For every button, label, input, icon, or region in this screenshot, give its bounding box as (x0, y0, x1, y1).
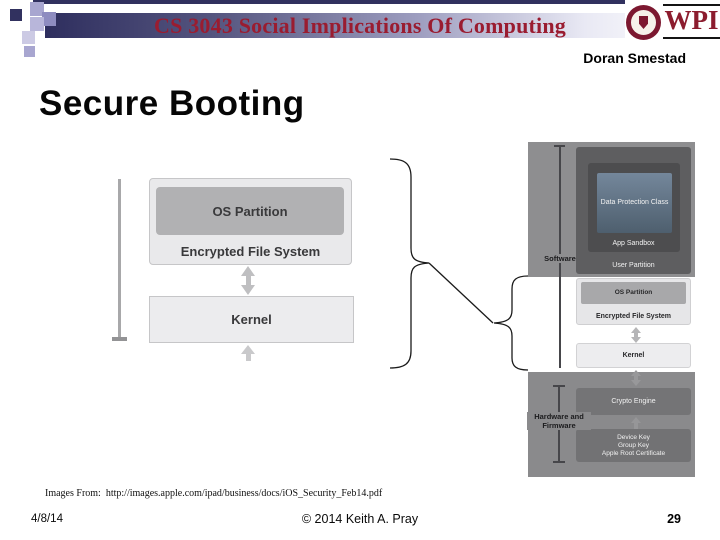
up-arrow-icon (631, 417, 641, 429)
header-top-strip (33, 0, 625, 4)
logo-rule-top (663, 4, 720, 6)
page-title: Secure Booting (39, 84, 305, 123)
left-diagram-span-line (118, 179, 121, 341)
software-label: Software (534, 254, 586, 263)
hardware-line-cap-bottom (553, 461, 565, 463)
kernel-box-small: Kernel (576, 343, 691, 368)
footer-date: 4/8/14 (31, 513, 63, 525)
os-partition-label-small: OS Partition (614, 289, 653, 296)
wpi-wordmark: WPI (664, 5, 719, 35)
os-partition-box: OS Partition (156, 187, 344, 235)
footer-copyright: © 2014 Keith A. Pray (301, 512, 419, 526)
right-brace (493, 275, 529, 371)
left-diagram-span-line-cap (112, 337, 127, 341)
up-arrow-icon (241, 345, 255, 361)
device-keys-box: Device Key Group Key Apple Root Certific… (576, 429, 691, 462)
up-down-arrow-icon (631, 327, 641, 343)
wpi-seal-icon (626, 5, 661, 40)
group-key-label: Group Key (617, 441, 650, 449)
encrypted-fs-label-wrap: Encrypted File System (149, 243, 352, 261)
data-protection-class-box: Data Protection Class (597, 173, 672, 233)
device-key-label: Device Key (617, 433, 650, 441)
os-partition-box-small: OS Partition (581, 282, 686, 304)
user-partition-label: User Partition (612, 262, 655, 269)
kernel-label-small: Kernel (622, 351, 645, 359)
encrypted-fs-label: Encrypted File System (180, 244, 321, 259)
hardware-firmware-label: Hardware and Firmware (527, 412, 591, 430)
up-down-arrow-icon (631, 370, 641, 386)
kernel-label: Kernel (231, 312, 272, 327)
os-partition-label: OS Partition (212, 203, 288, 219)
author-name: Doran Smestad (583, 50, 686, 66)
encrypted-fs-label-small: Encrypted File System (595, 313, 672, 320)
kernel-box: Kernel (149, 296, 354, 343)
data-protection-class-label: Data Protection Class (600, 199, 669, 206)
image-source-note: Images From: http://images.apple.com/ipa… (45, 488, 383, 499)
decor-square (42, 12, 56, 26)
crypto-engine-label: Crypto Engine (611, 397, 656, 405)
header-bar (45, 13, 720, 38)
decor-square (22, 31, 35, 44)
page-number: 29 (667, 512, 681, 526)
wpi-logo: WPI (625, 0, 720, 44)
app-sandbox-label: App Sandbox (612, 240, 655, 247)
logo-rule-bottom (663, 37, 720, 39)
crypto-engine-box: Crypto Engine (576, 388, 691, 415)
decor-square-navy (10, 9, 22, 21)
decor-square (30, 2, 44, 16)
decor-square (24, 46, 35, 57)
apple-root-cert-label: Apple Root Certificate (601, 449, 666, 457)
up-down-arrow-icon (241, 266, 255, 295)
course-title: CS 3043 Social Implications Of Computing (154, 13, 566, 38)
decor-square (30, 17, 44, 31)
left-brace (389, 158, 430, 369)
brace-diagonal-line (428, 262, 494, 324)
